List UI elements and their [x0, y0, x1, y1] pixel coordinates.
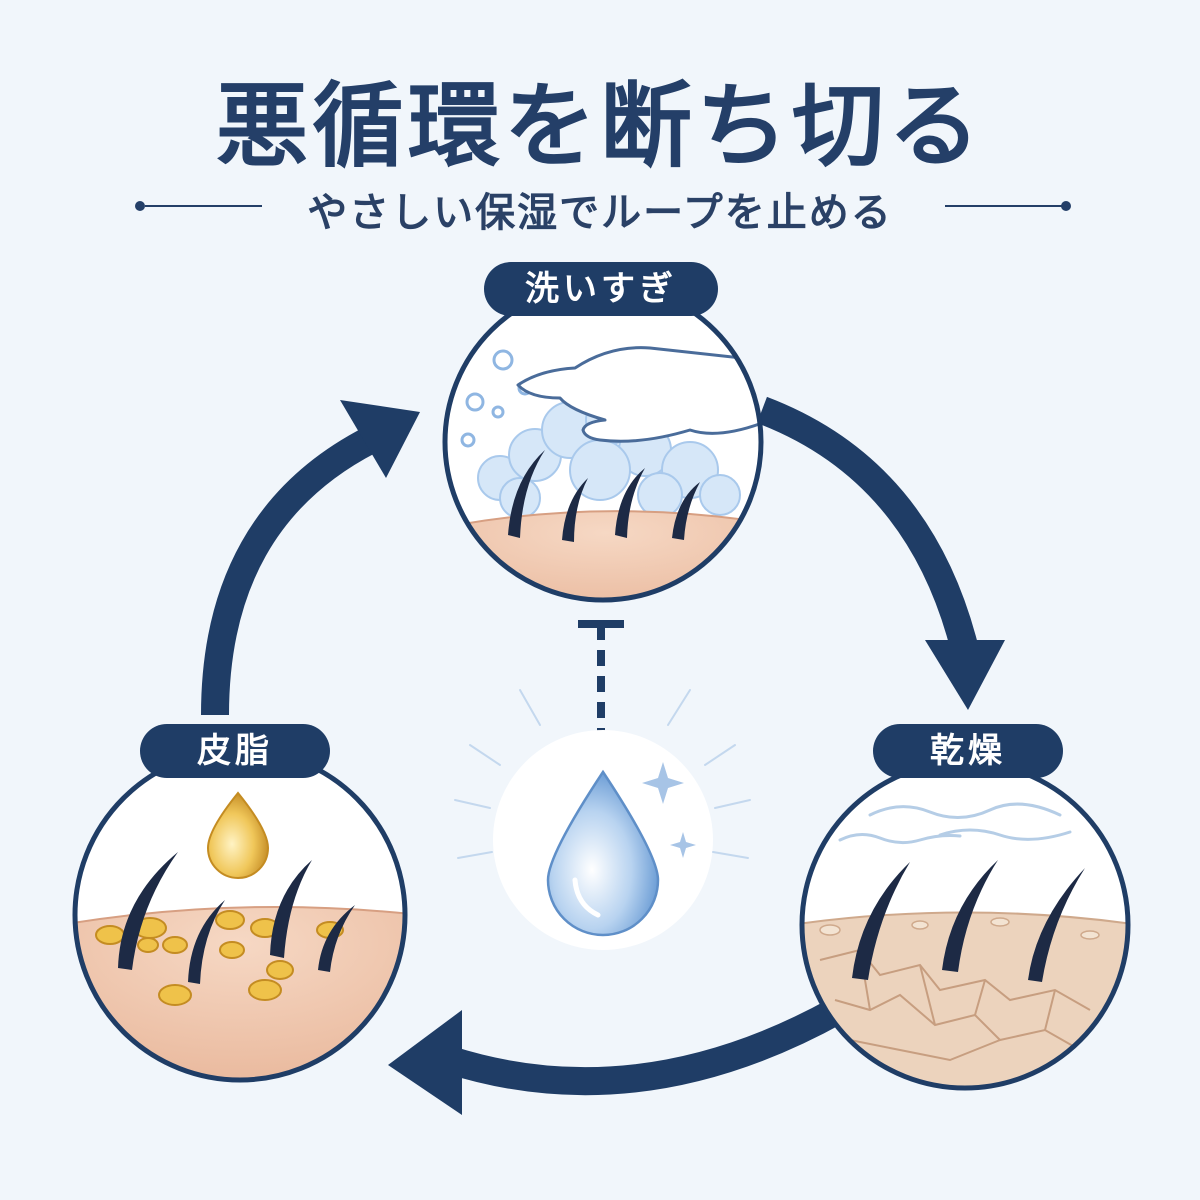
- subtitle-divider-right: [945, 201, 1071, 211]
- node-sebum: [72, 747, 408, 1083]
- page-title: 悪循環を断ち切る: [215, 73, 984, 180]
- oil-drop-icon: [206, 791, 270, 879]
- arrowhead-dry: [925, 640, 1005, 710]
- label-dryness: 乾燥: [873, 724, 1063, 778]
- glow-rays: [454, 689, 751, 859]
- water-drop-highlight: [572, 877, 601, 918]
- skin-icon: [445, 510, 761, 600]
- arrow-sebum-to-wash: [201, 427, 377, 716]
- node-washing: [442, 281, 764, 603]
- skin-icon: [802, 911, 1128, 1088]
- cycle-arrow-icon: [201, 396, 979, 1096]
- sparkle-icon: [642, 762, 696, 858]
- label-washing: 洗いすぎ: [484, 262, 718, 316]
- arrow-dry-to-sebum: [445, 997, 845, 1096]
- hair-icon: [118, 852, 355, 984]
- subtitle-divider-left: [135, 201, 262, 211]
- node-dryness: [799, 759, 1131, 1091]
- page-subtitle: やさしい保湿でループを止める: [307, 190, 893, 236]
- hair-icon: [508, 450, 700, 542]
- label-sebum: 皮脂: [140, 724, 330, 778]
- hair-icon: [852, 860, 1085, 982]
- arrowhead-wash: [340, 400, 420, 478]
- arrowhead-sebum: [388, 1010, 462, 1115]
- hand-icon: [516, 346, 761, 443]
- arrow-wash-to-dry: [757, 396, 979, 654]
- dry-air-icon: [838, 802, 1072, 845]
